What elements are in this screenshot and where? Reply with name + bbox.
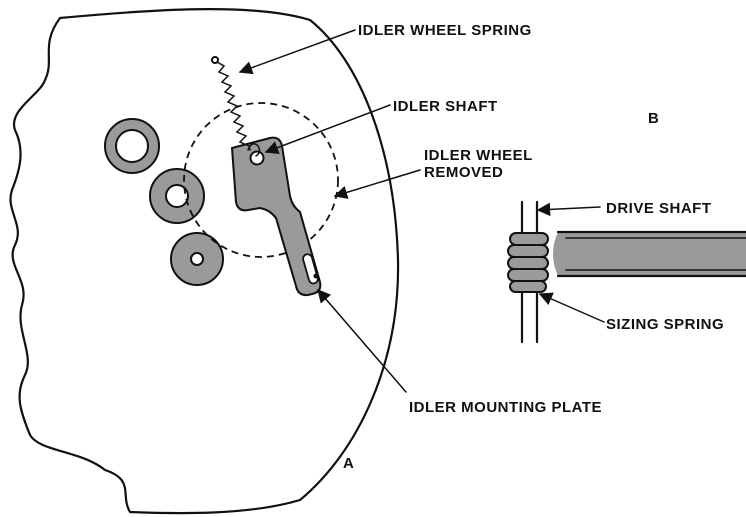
label-figure-a: A [343, 455, 354, 472]
idler-wheel-outline [183, 102, 339, 258]
leader-drive-shaft [536, 202, 601, 217]
label-drive-shaft: DRIVE SHAFT [606, 200, 712, 217]
grommet-upper [104, 118, 160, 174]
grommet-middle [149, 168, 205, 224]
label-idler-mounting-plate: IDLER MOUNTING PLATE [409, 399, 602, 416]
grommet-lower [170, 232, 224, 286]
label-idler-wheel-spring: IDLER WHEEL SPRING [358, 22, 532, 39]
label-idler-wheel-removed-1: IDLER WHEEL [424, 147, 533, 164]
leader-idler-shaft [264, 104, 391, 155]
label-idler-shaft: IDLER SHAFT [393, 98, 498, 115]
label-idler-wheel-removed-2: REMOVED [424, 164, 503, 181]
label-sizing-spring: SIZING SPRING [606, 316, 724, 333]
leader-idler-mounting-plate [317, 288, 407, 393]
idler-mounting-plate [230, 136, 322, 297]
sizing-spring-coils [507, 232, 549, 293]
leader-sizing-spring [538, 292, 605, 323]
idler-wheel-spring [211, 56, 261, 157]
label-figure-b: B [648, 110, 659, 127]
turntable-chassis [9, 8, 400, 515]
drive-shaft-detail [507, 200, 746, 344]
leader-idler-wheel-removed [333, 169, 421, 199]
leader-idler-wheel-spring [238, 29, 356, 75]
